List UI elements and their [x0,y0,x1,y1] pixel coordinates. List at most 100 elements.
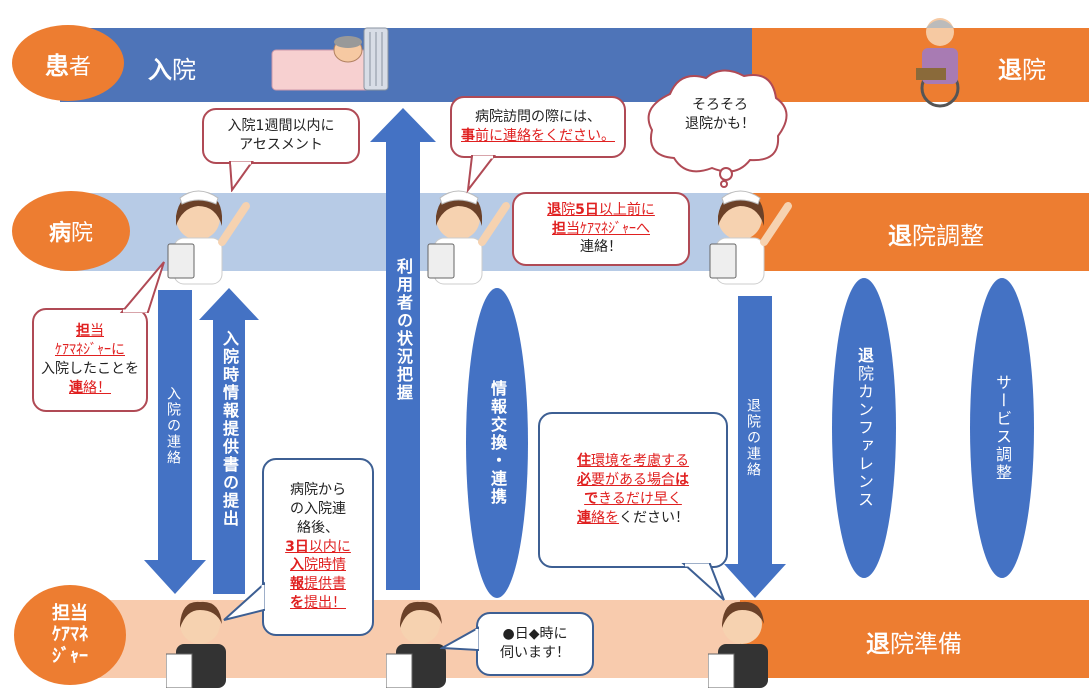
five-a: 退 [547,201,562,218]
hospital-label-b: 病 [48,221,71,246]
three-h: 提出！ [304,595,346,612]
three-e: 報 [290,576,304,593]
bubble-notify: 担当 ｹｱﾏﾈｼﾞｬｰに 入院したことを 連絡！ [32,308,148,412]
admit-text-b: 入 [148,56,172,84]
patient-band-orange [752,28,1089,102]
discharge-coord-text: 退院調整 [888,216,984,251]
arrow-status-head [370,108,436,142]
cm-label: 担当 ｹｱﾏﾈ ｼﾞｬｰ [14,585,126,685]
three-l2: の入院連 [290,500,346,517]
five-b: 院 [561,201,576,218]
visit-time-l2: 伺います！ [500,645,570,661]
bubble-assessment-tail [228,161,254,192]
arrow-discharge-contact [724,296,786,598]
oval-conference-rest: 院カンファレンス [855,365,874,509]
notify-b: 当 [90,323,104,340]
discharge-text-rest: 院 [1022,56,1046,84]
five-c: 5日 [575,201,599,218]
housing-e: は [675,472,689,489]
wheelchair-illustration [916,18,960,108]
notify-d: 入院したことを [41,361,139,377]
admit-text: 入院 [148,50,196,85]
discharge-text: 退院 [998,50,1046,85]
discharge-text-b: 退 [998,56,1022,84]
hospital-label: 病院 [12,191,130,271]
care-manager-illustration-1 [166,601,226,688]
bubble-visit-red: 事 [461,128,475,144]
discharge-coord-rest: 院調整 [912,222,984,250]
arrow-info-sheet [213,320,245,594]
thought-l1: そろそろ [692,97,748,113]
cm-label-2: ｹｱﾏﾈ [52,624,88,646]
bubble-three-days-tail [223,581,265,621]
notify-f: 絡！ [83,379,111,396]
bubble-visit-l1: 病院訪問の際には、 [475,109,601,126]
cm-label-1: 当 [70,602,88,624]
housing-f: で [584,491,599,507]
cm-label-3: ｼﾞｬｰ [52,645,88,667]
bubble-visit-tail [466,155,497,194]
housing-h: 連 [577,509,591,526]
patient-label: 患者 [12,25,124,101]
cm-band-orange [740,600,1089,678]
discharge-coord-b: 退 [888,222,912,250]
five-g: 連絡！ [580,239,622,256]
arrow-status-label: 利用者の状況把握 [394,258,413,402]
three-a: 3日 [285,538,309,555]
nurse-illustration-1 [167,190,250,285]
five-e: 担 [552,220,566,237]
discharge-prep-rest: 院準備 [890,630,962,658]
bubble-visit: 病院訪問の際には、 事前に連絡をください。 [450,96,626,158]
arrow-admit-contact-label: 入院の連絡 [165,386,181,466]
bubble-visit-time: ●日◆時に 伺います！ [476,612,594,676]
housing-g: きるだけ早く [598,491,682,507]
notify-c: ｹｱﾏﾈｼﾞｬｰに [55,342,125,359]
bubble-assessment-l1: 入院1週間以内に [227,118,335,135]
oval-info-exchange-text: 情報交換・連携 [488,380,507,506]
bubble-housing-tail [681,563,725,601]
arrow-discharge-contact-label: 退院の連絡 [745,398,761,478]
housing-b: 環境を考慮する [591,453,689,470]
oval-service-text: サービス調整 [993,374,1012,482]
care-manager-illustration-3 [708,601,768,688]
arrow-status [386,142,420,590]
three-b: 以内に [308,538,351,555]
nurse-illustration-2 [427,190,510,285]
patient-label-rest: 者 [68,54,91,80]
oval-info-exchange: 情報交換・連携 [466,288,528,598]
oval-conference-b: 退 [855,347,874,365]
bubble-notify-tail [119,261,165,313]
cm-label-b: 担 [52,602,70,624]
patient-band-blue [60,28,752,102]
discharge-prep-text: 退院準備 [866,624,962,659]
oval-conference: 退院カンファレンス [832,278,896,578]
three-g: を [290,595,304,612]
five-d: 以上前に [598,201,655,218]
three-l3: 絡後、 [297,519,339,536]
nurse-illustration-3 [709,190,792,285]
thought-cloud-text: そろそろ 退院かも！ [670,96,770,134]
oval-service: サービス調整 [970,278,1034,578]
bubble-visit-time-tail [440,626,479,652]
housing-j: ください！ [619,509,689,526]
care-manager-illustration-2 [386,601,446,688]
five-f: 当ｹｱﾏﾈｼﾞｬｰへ [566,220,650,237]
arrow-admit-contact [144,290,206,594]
hospital-band-orange [740,193,1089,271]
three-d: 院時情 [304,557,346,574]
discharge-prep-b: 退 [866,630,890,658]
bubble-three-days: 病院から の入院連 絡後、 3日以内に 入院時情 報提供書 を提出！ [262,458,374,636]
housing-a: 住 [577,453,591,470]
notify-e: 連 [69,379,83,396]
notify-a: 担 [76,323,90,340]
bubble-visit-l2: 前に連絡をください。 [475,128,615,144]
bubble-five-days: 退院5日以上前に 担当ｹｱﾏﾈｼﾞｬｰへ 連絡！ [512,192,690,266]
three-c: 入 [290,557,304,574]
oval-conference-text: 退院カンファレンス [852,347,876,509]
visit-time-l1: ●日◆時に [502,626,568,643]
thought-cloud [647,69,788,188]
bubble-assessment: 入院1週間以内に アセスメント [202,108,360,164]
admit-text-rest: 院 [172,56,196,84]
housing-i: 絡を [591,509,619,526]
